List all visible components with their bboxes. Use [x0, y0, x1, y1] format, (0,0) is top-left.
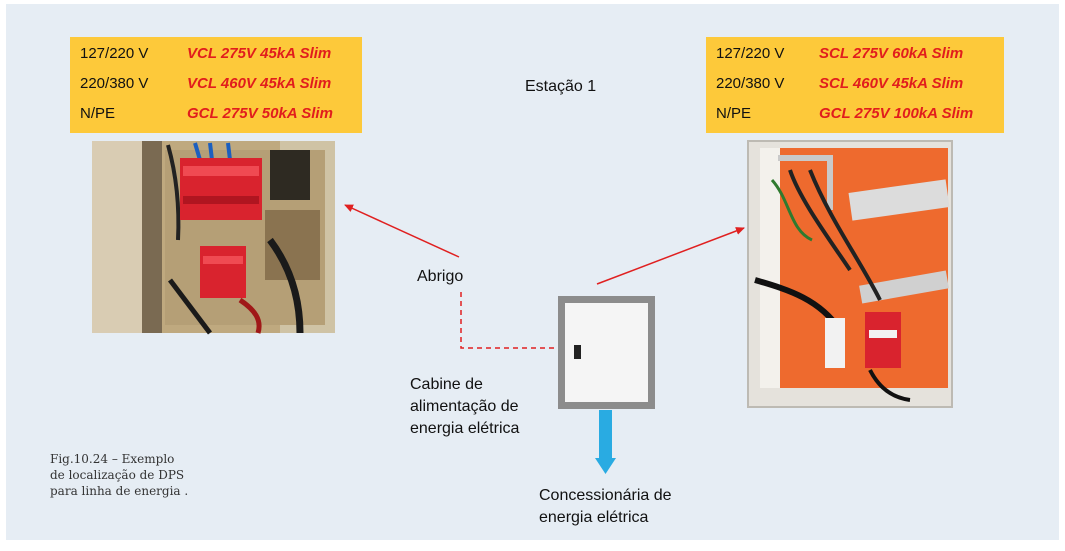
left-spec-row: 220/380 V VCL 460V 45kA Slim [70, 71, 362, 97]
left-spec-row: N/PE GCL 275V 50kA Slim [70, 101, 362, 127]
cabinet-label-line: energia elétrica [410, 420, 520, 437]
right-spec-row: 220/380 V SCL 460V 45kA Slim [706, 71, 1004, 97]
dps-model: VCL 275V 45kA Slim [187, 45, 332, 62]
utility-down-arrow [595, 410, 616, 474]
cabinet-label-line: Cabine de [410, 376, 483, 393]
left-spec-row: 127/220 V VCL 275V 45kA Slim [70, 41, 362, 67]
voltage-label: 220/380 V [80, 75, 149, 92]
utility-label-line: Concessionária de [539, 487, 672, 504]
dps-model: GCL 275V 50kA Slim [187, 105, 333, 122]
cabinet-label: Cabine de alimentação de energia elétric… [410, 374, 519, 440]
arrow-to-right-photo [596, 227, 745, 285]
voltage-label: N/PE [716, 105, 752, 122]
voltage-label: N/PE [80, 105, 116, 122]
right-photo-cabinet-dps [747, 140, 953, 408]
dps-model: VCL 460V 45kA Slim [187, 75, 332, 92]
station-title: Estação 1 [525, 78, 597, 95]
figure-caption: Fig.10.24 – Exemplo de localização de DP… [50, 451, 188, 499]
left-photo-shelter-dps [92, 141, 335, 335]
arrow-to-left-photo [344, 204, 460, 258]
right-spec-table: 127/220 V SCL 275V 60kA Slim 220/380 V S… [706, 37, 1004, 133]
cabinet-label-line: alimentação de [410, 398, 519, 415]
power-cabinet-icon [558, 296, 655, 409]
dps-model: SCL 275V 60kA Slim [819, 45, 964, 62]
utility-label: Concessionária de energia elétrica [539, 485, 672, 529]
utility-label-line: energia elétrica [539, 509, 649, 526]
voltage-label: 127/220 V [80, 45, 149, 62]
left-spec-table: 127/220 V VCL 275V 45kA Slim 220/380 V V… [70, 37, 362, 133]
right-spec-row: N/PE GCL 275V 100kA Slim [706, 101, 1004, 127]
caption-line: para linha de energia . [50, 484, 189, 498]
dashed-connector [460, 292, 558, 349]
caption-line: de localização de DPS [50, 468, 185, 482]
caption-line: Fig.10.24 – Exemplo [50, 452, 175, 466]
voltage-label: 127/220 V [716, 45, 785, 62]
shelter-label: Abrigo [417, 268, 464, 285]
voltage-label: 220/380 V [716, 75, 785, 92]
dps-model: SCL 460V 45kA Slim [819, 75, 964, 92]
right-spec-row: 127/220 V SCL 275V 60kA Slim [706, 41, 1004, 67]
dps-model: GCL 275V 100kA Slim [819, 105, 974, 122]
